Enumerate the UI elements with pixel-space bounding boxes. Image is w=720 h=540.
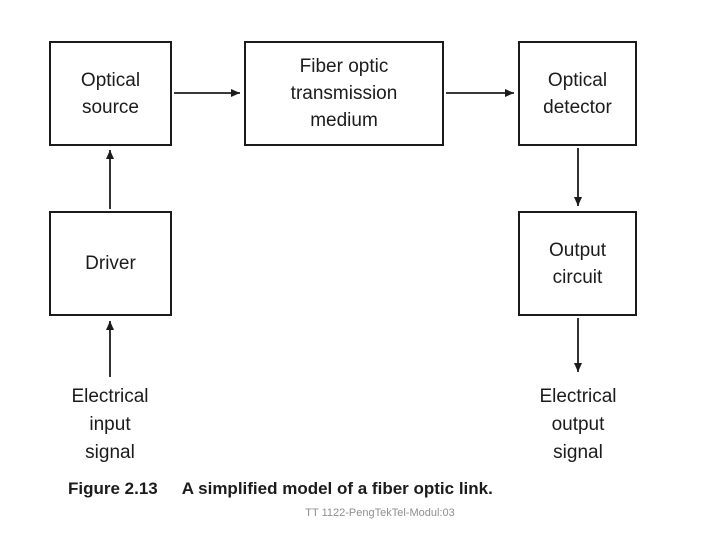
figure-number: Figure 2.13 <box>68 479 158 498</box>
slide-footer-text: TT 1122-PengTekTel-Modul:03 <box>305 507 455 519</box>
node-output-circuit: Output circuit <box>518 211 637 316</box>
node-optical-detector: Optical detector <box>518 41 637 146</box>
label-electrical-input-signal: Electrical input signal <box>71 386 149 463</box>
label-electrical-output-signal: Electrical output signal <box>539 386 617 463</box>
node-driver: Driver <box>49 211 172 316</box>
figure-caption-text: A simplified model of a fiber optic link… <box>181 479 493 498</box>
node-fiber-optic-transmission-medium: Fiber optic transmission medium <box>244 41 444 146</box>
node-optical-source: Optical source <box>49 41 172 146</box>
figure-caption: Figure 2.13 A simplified model of a fiber… <box>68 479 493 499</box>
